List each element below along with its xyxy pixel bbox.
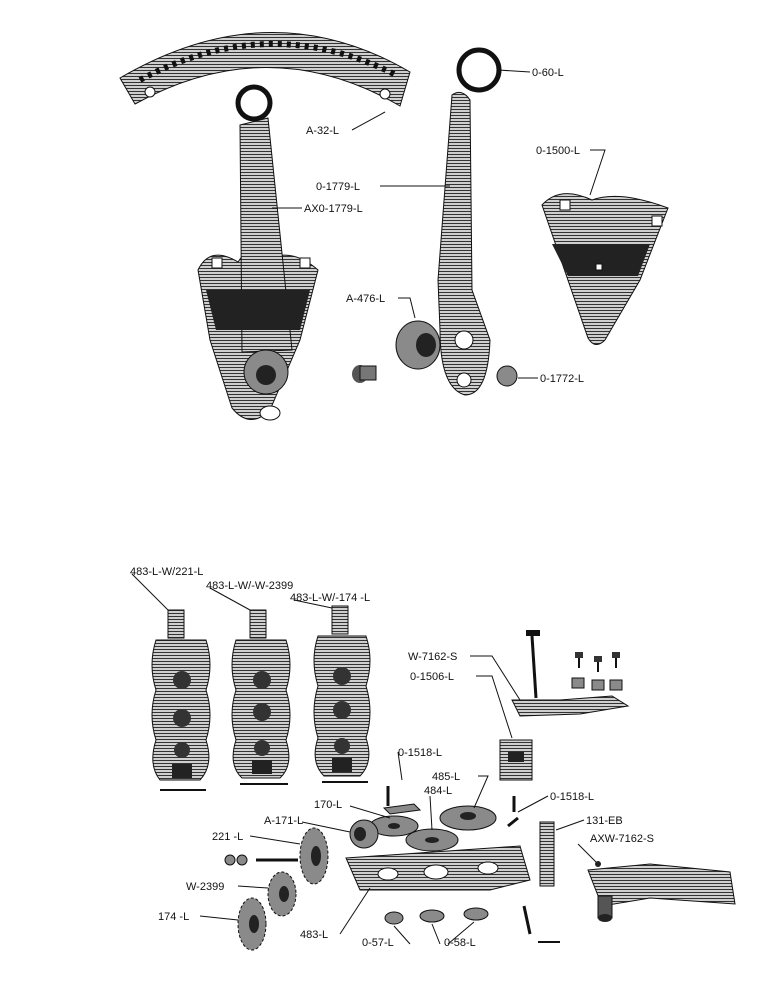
quadrant-segment <box>119 32 411 107</box>
label-0-1500-l: 0-1500-L <box>536 145 606 196</box>
lever-part <box>437 91 491 396</box>
svg-text:AX0-1779-L: AX0-1779-L <box>304 203 363 215</box>
label-221-l: 221 -L <box>212 831 301 845</box>
gear-w-2399 <box>267 871 297 917</box>
label-485-l: 485-L <box>432 771 489 809</box>
label-0-1772-l: 0-1772-L <box>518 373 584 385</box>
svg-text:0-1518-L: 0-1518-L <box>398 747 442 759</box>
label-a-171-l: A-171-L <box>264 815 351 833</box>
label-484-l: 484-L <box>424 785 452 831</box>
pin-part <box>382 786 422 815</box>
label-0-1779-l: 0-1779-L <box>316 181 450 193</box>
svg-text:174 -L: 174 -L <box>158 911 189 923</box>
cap-part <box>349 819 379 849</box>
ring-part <box>456 47 502 93</box>
label-0-1518-l-upper: 0-1518-L <box>397 747 442 781</box>
svg-text:483-L-W/-W-2399: 483-L-W/-W-2399 <box>206 580 293 592</box>
label-483-l-w-w-2399: 483-L-W/-W-2399 <box>206 580 293 611</box>
label-174-l: 174 -L <box>158 911 239 923</box>
svg-text:170-L: 170-L <box>314 799 342 811</box>
svg-text:483-L: 483-L <box>300 929 328 941</box>
label-0-58-l: 0-58-L <box>431 921 476 949</box>
svg-text:AXW-7162-S: AXW-7162-S <box>590 833 654 845</box>
gear-174 <box>237 897 267 951</box>
label-170-l: 170-L <box>314 799 391 819</box>
label-a-476-l: A-476-L <box>346 293 416 319</box>
label-w-2399: W-2399 <box>186 881 269 893</box>
knob-part <box>352 320 441 383</box>
svg-text:A-476-L: A-476-L <box>346 293 385 305</box>
label-483-l-w-221-l: 483-L-W/221-L <box>130 566 203 611</box>
svg-text:483-L-W/221-L: 483-L-W/221-L <box>130 566 203 578</box>
chain-assembly-2 <box>231 609 291 785</box>
label-0-1518-l-right: 0-1518-L <box>517 791 594 813</box>
link-parts <box>384 905 560 943</box>
label-483-l: 483-L <box>300 887 371 941</box>
svg-text:0-1772-L: 0-1772-L <box>540 373 584 385</box>
svg-text:483-L-W/-174 -L: 483-L-W/-174 -L <box>290 592 370 604</box>
label-0-60-l: 0-60-L <box>497 67 564 79</box>
bracket-part <box>587 861 736 922</box>
label-axw-7162-s: AXW-7162-S <box>577 833 654 863</box>
housing-part <box>345 845 531 891</box>
svg-text:131-EB: 131-EB <box>586 815 623 827</box>
svg-text:0-58-L: 0-58-L <box>444 937 476 949</box>
svg-text:221 -L: 221 -L <box>212 831 243 843</box>
svg-text:485-L: 485-L <box>432 771 460 783</box>
chain-assembly-3 <box>313 605 371 783</box>
label-483-l-w-174-l: 483-L-W/-174 -L <box>290 592 370 609</box>
svg-text:0-1779-L: 0-1779-L <box>316 181 360 193</box>
label-0-1506-l: 0-1506-L <box>410 671 513 739</box>
sprocket-485 <box>439 805 497 831</box>
pin-part-right <box>507 796 519 828</box>
label-w-7162-s: W-7162-S <box>408 651 521 701</box>
label-0-57-l: 0-57-L <box>362 925 411 949</box>
spring-part <box>539 821 555 887</box>
label-ax0-1779-l: AX0-1779-L <box>272 203 363 215</box>
block-part <box>499 739 533 781</box>
svg-text:W-2399: W-2399 <box>186 881 224 893</box>
small-parts <box>224 854 298 866</box>
label-a-32-l: A-32-L <box>306 111 386 137</box>
svg-text:W-7162-S: W-7162-S <box>408 651 457 663</box>
svg-text:484-L: 484-L <box>424 785 452 797</box>
nut-part <box>496 365 518 387</box>
svg-text:0-1500-L: 0-1500-L <box>536 145 580 157</box>
lever-assembly <box>197 84 319 421</box>
plate-part <box>541 193 669 345</box>
svg-text:0-1518-L: 0-1518-L <box>550 791 594 803</box>
sprocket-484 <box>405 828 459 852</box>
chain-assembly-1 <box>151 609 211 791</box>
gear-170 <box>369 815 419 837</box>
svg-text:A-171-L: A-171-L <box>264 815 303 827</box>
gear-221 <box>299 827 329 885</box>
label-131-eb: 131-EB <box>555 815 623 831</box>
svg-text:A-32-L: A-32-L <box>306 125 339 137</box>
svg-text:0-57-L: 0-57-L <box>362 937 394 949</box>
svg-text:0-60-L: 0-60-L <box>532 67 564 79</box>
svg-text:0-1506-L: 0-1506-L <box>410 671 454 683</box>
bolt-and-screws <box>511 630 630 717</box>
